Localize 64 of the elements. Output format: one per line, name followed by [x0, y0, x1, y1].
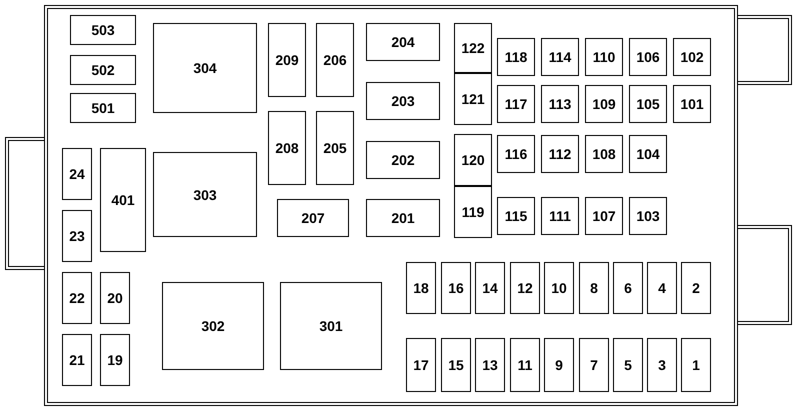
fuse-slot: 1 — [681, 338, 711, 392]
fuse-slot: 15 — [441, 338, 471, 392]
fuse-slot: 401 — [100, 148, 146, 252]
fuse-slot: 14 — [475, 262, 505, 314]
fuse-slot: 12 — [510, 262, 540, 314]
fuse-slot: 120 — [454, 134, 492, 186]
fuse-slot: 119 — [454, 186, 492, 238]
fuse-slot: 101 — [673, 85, 711, 123]
fuse-slot: 111 — [541, 197, 579, 235]
fuse-slot: 23 — [62, 210, 92, 262]
fuse-slot: 109 — [585, 85, 623, 123]
fuse-slot: 118 — [497, 38, 535, 76]
fuse-slot: 112 — [541, 135, 579, 173]
fuse-slot: 19 — [100, 334, 130, 386]
fuse-slot: 5 — [613, 338, 643, 392]
fuse-box-housing — [44, 5, 738, 406]
fuse-slot: 209 — [268, 23, 306, 97]
fuse-slot: 207 — [277, 199, 349, 237]
fuse-slot: 205 — [316, 111, 354, 185]
fuse-slot: 107 — [585, 197, 623, 235]
fuse-slot: 16 — [441, 262, 471, 314]
fuse-slot: 105 — [629, 85, 667, 123]
fuse-slot: 9 — [544, 338, 574, 392]
fuse-slot: 117 — [497, 85, 535, 123]
fuse-slot: 102 — [673, 38, 711, 76]
relay-slot: 301 — [280, 282, 382, 370]
fuse-slot: 121 — [454, 73, 492, 125]
fuse-slot: 103 — [629, 197, 667, 235]
fuse-slot: 204 — [366, 23, 440, 61]
fuse-slot: 502 — [70, 55, 136, 85]
fuse-slot: 2 — [681, 262, 711, 314]
fuse-slot: 6 — [613, 262, 643, 314]
fuse-slot: 20 — [100, 272, 130, 324]
fuse-slot: 10 — [544, 262, 574, 314]
fuse-slot: 104 — [629, 135, 667, 173]
fuse-slot: 22 — [62, 272, 92, 324]
fuse-slot: 202 — [366, 141, 440, 179]
fuse-slot: 7 — [579, 338, 609, 392]
fuse-slot: 24 — [62, 148, 92, 200]
fuse-slot: 11 — [510, 338, 540, 392]
fuse-slot: 108 — [585, 135, 623, 173]
fuse-slot: 13 — [475, 338, 505, 392]
fuse-slot: 503 — [70, 15, 136, 45]
fuse-slot: 3 — [647, 338, 677, 392]
fuse-slot: 114 — [541, 38, 579, 76]
fuse-slot: 21 — [62, 334, 92, 386]
fuse-slot: 203 — [366, 82, 440, 120]
fuse-slot: 116 — [497, 135, 535, 173]
fuse-slot: 4 — [647, 262, 677, 314]
fuse-slot: 501 — [70, 93, 136, 123]
fuse-slot: 115 — [497, 197, 535, 235]
fuse-slot: 206 — [316, 23, 354, 97]
fuse-slot: 208 — [268, 111, 306, 185]
fuse-slot: 17 — [406, 338, 436, 392]
fuse-slot: 106 — [629, 38, 667, 76]
fuse-slot: 18 — [406, 262, 436, 314]
relay-slot: 303 — [153, 152, 257, 237]
fuse-slot: 8 — [579, 262, 609, 314]
fuse-slot: 201 — [366, 199, 440, 237]
relay-slot: 302 — [162, 282, 264, 370]
relay-slot: 304 — [153, 23, 257, 113]
fuse-slot: 113 — [541, 85, 579, 123]
fuse-slot: 122 — [454, 23, 492, 73]
fuse-slot: 110 — [585, 38, 623, 76]
